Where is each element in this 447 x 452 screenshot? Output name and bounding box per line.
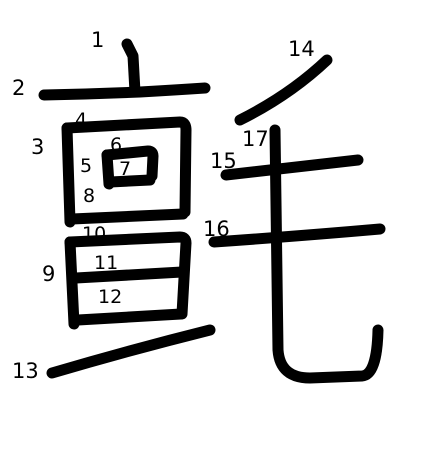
stroke-number-8: 8 xyxy=(83,185,95,207)
strokes xyxy=(38,38,386,384)
stroke-number-14: 14 xyxy=(288,37,315,61)
stroke-8 xyxy=(66,208,189,225)
stroke-number-17: 17 xyxy=(242,127,269,151)
stroke-number-7: 7 xyxy=(119,158,131,180)
stroke-14 xyxy=(234,54,333,126)
stroke-13 xyxy=(46,324,216,379)
stroke-16 xyxy=(208,223,386,248)
stroke-4 xyxy=(61,116,192,218)
stroke-6 xyxy=(101,145,159,182)
stroke-17 xyxy=(269,124,384,384)
stroke-number-6: 6 xyxy=(110,134,122,156)
stroke-number-11: 11 xyxy=(94,252,118,274)
stroke-3 xyxy=(61,122,76,228)
stroke-11 xyxy=(70,266,188,284)
stroke-number-5: 5 xyxy=(80,155,92,177)
stroke-number-4: 4 xyxy=(75,109,87,131)
stroke-10 xyxy=(64,231,192,320)
stroke-number-3: 3 xyxy=(31,135,44,159)
stroke-number-15: 15 xyxy=(210,149,237,173)
stroke-number-16: 16 xyxy=(203,217,230,241)
stroke-2 xyxy=(38,82,211,101)
stroke-1 xyxy=(121,38,141,98)
stroke-12 xyxy=(72,308,187,326)
stroke-number-13: 13 xyxy=(12,359,39,383)
stroke-number-12: 12 xyxy=(98,286,122,308)
stroke-number-2: 2 xyxy=(12,76,25,100)
stroke-number-1: 1 xyxy=(91,28,104,52)
stroke-numbers: 1 2 3 4 5 6 7 8 9 10 11 12 13 14 15 16 1… xyxy=(12,28,315,383)
stroke-9 xyxy=(64,236,80,330)
stroke-number-10: 10 xyxy=(82,223,106,245)
stroke-7 xyxy=(104,174,156,188)
stroke-15 xyxy=(220,154,364,181)
stroke-number-9: 9 xyxy=(42,262,55,286)
